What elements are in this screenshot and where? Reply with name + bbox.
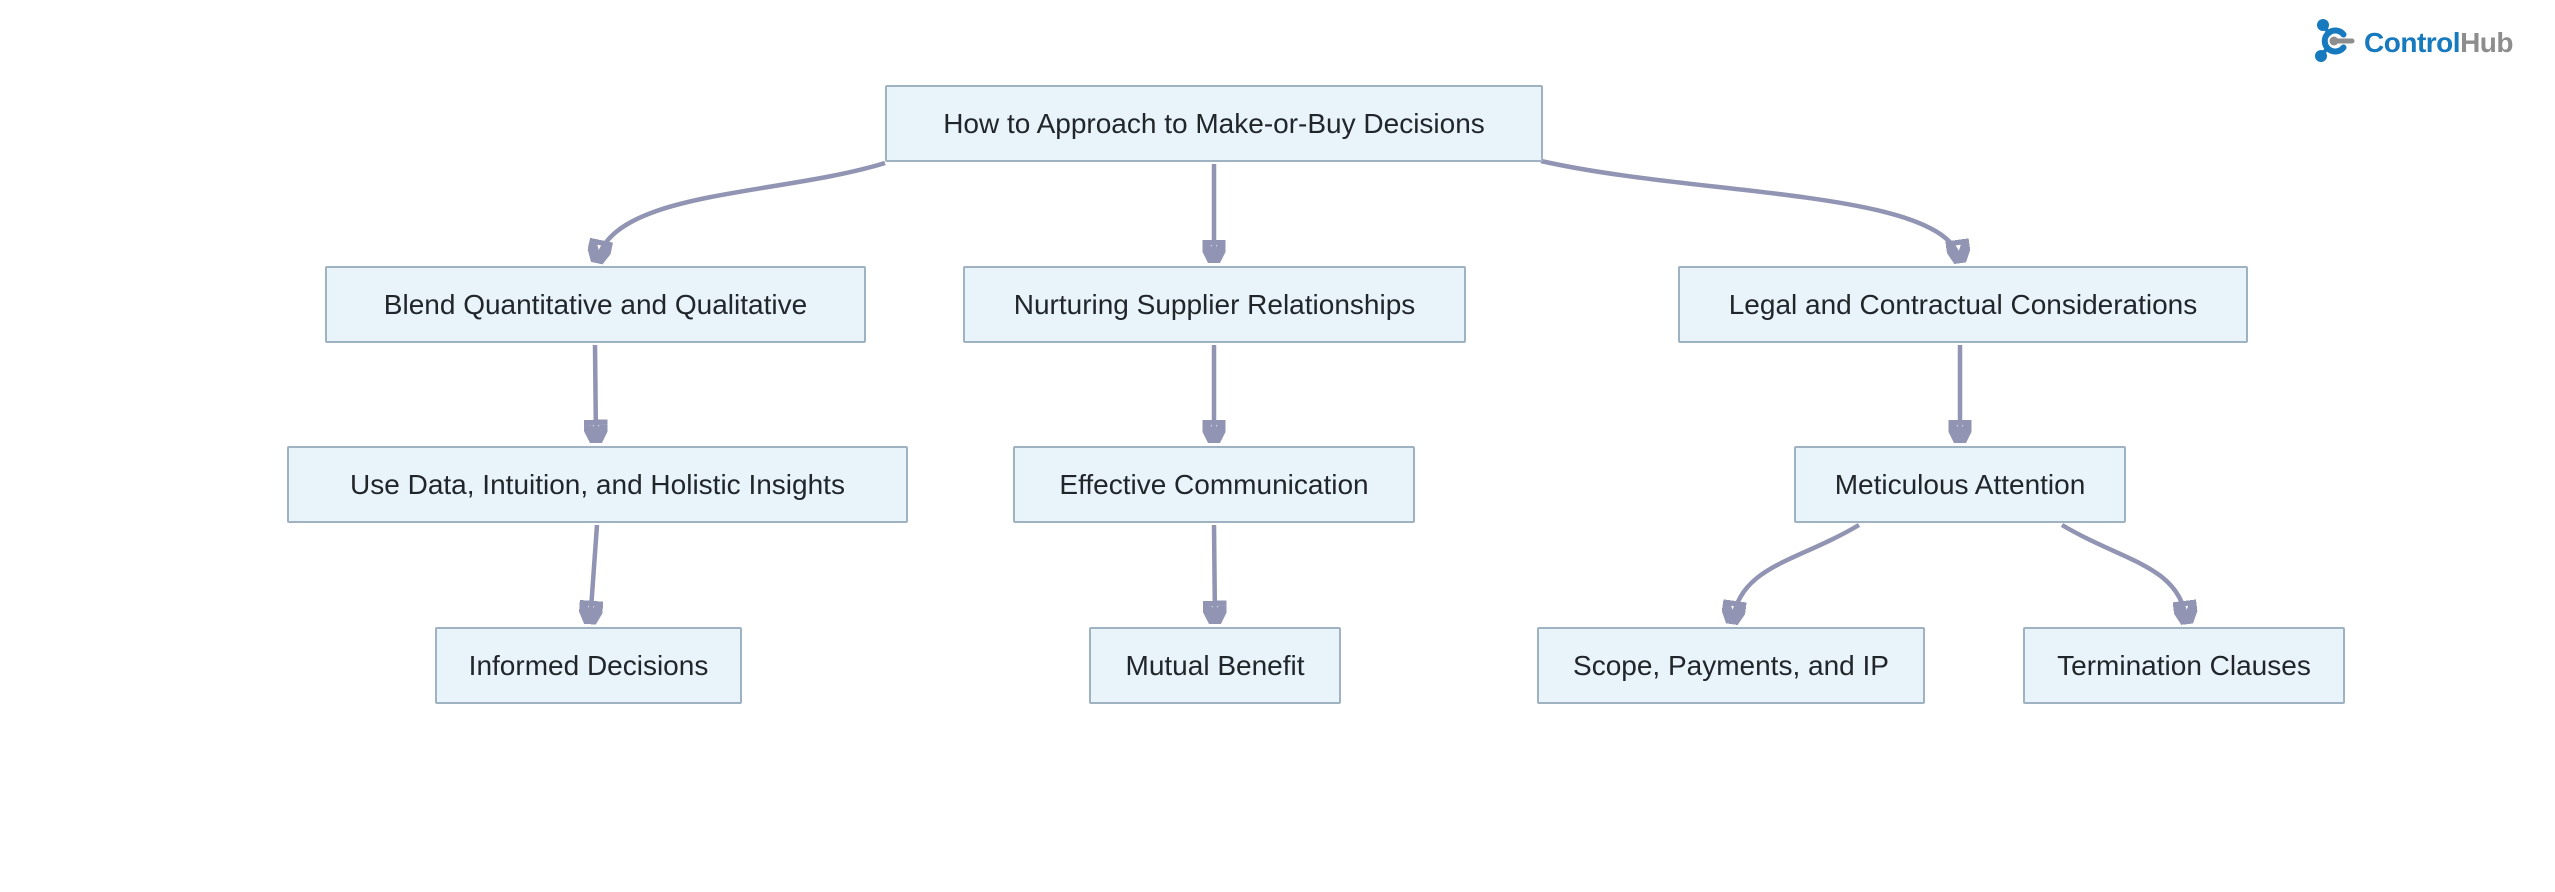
node-informed: Informed Decisions [435,627,742,704]
edge-meticulous-scope [1732,523,1861,623]
edge-root-legal [1540,158,1960,262]
node-termination-label: Termination Clauses [2057,649,2311,681]
node-informed-label: Informed Decisions [468,649,709,681]
edge-blend-use_data [595,344,596,442]
edge-effective-mutual [1214,524,1215,623]
logo-text-hub: Hub [2460,26,2513,58]
node-nurturing-label: Nurturing Supplier Relationships [1013,288,1416,320]
node-meticulous-label: Meticulous Attention [1834,468,2086,500]
node-mutual: Mutual Benefit [1089,627,1341,704]
node-scope: Scope, Payments, and IP [1537,627,1925,704]
node-meticulous: Meticulous Attention [1794,446,2126,523]
node-use-data: Use Data, Intuition, and Holistic Insigh… [287,446,908,523]
controlhub-logo: ControlHub [2310,16,2513,69]
controlhub-logo-text: ControlHub [2364,26,2513,58]
node-blend-label: Blend Quantitative and Qualitative [383,288,808,320]
node-mutual-label: Mutual Benefit [1125,649,1305,681]
node-root-label: How to Approach to Make-or-Buy Decisions [943,107,1485,139]
edge-use_data-informed [590,524,597,623]
node-legal-label: Legal and Contractual Considerations [1728,288,2198,320]
node-effective-label: Effective Communication [1059,468,1369,500]
node-root: How to Approach to Make-or-Buy Decisions [885,85,1543,162]
edge-root-blend [597,160,886,262]
node-nurturing: Nurturing Supplier Relationships [963,266,1466,343]
controlhub-molecule-icon [2310,16,2356,69]
edge-meticulous-termination [2060,523,2187,623]
node-legal: Legal and Contractual Considerations [1678,266,2248,343]
node-termination: Termination Clauses [2023,627,2345,704]
node-scope-label: Scope, Payments, and IP [1573,649,1889,681]
node-use-data-label: Use Data, Intuition, and Holistic Insigh… [350,468,845,500]
node-effective: Effective Communication [1013,446,1415,523]
logo-text-control: Control [2364,26,2461,58]
node-blend: Blend Quantitative and Qualitative [325,266,866,343]
